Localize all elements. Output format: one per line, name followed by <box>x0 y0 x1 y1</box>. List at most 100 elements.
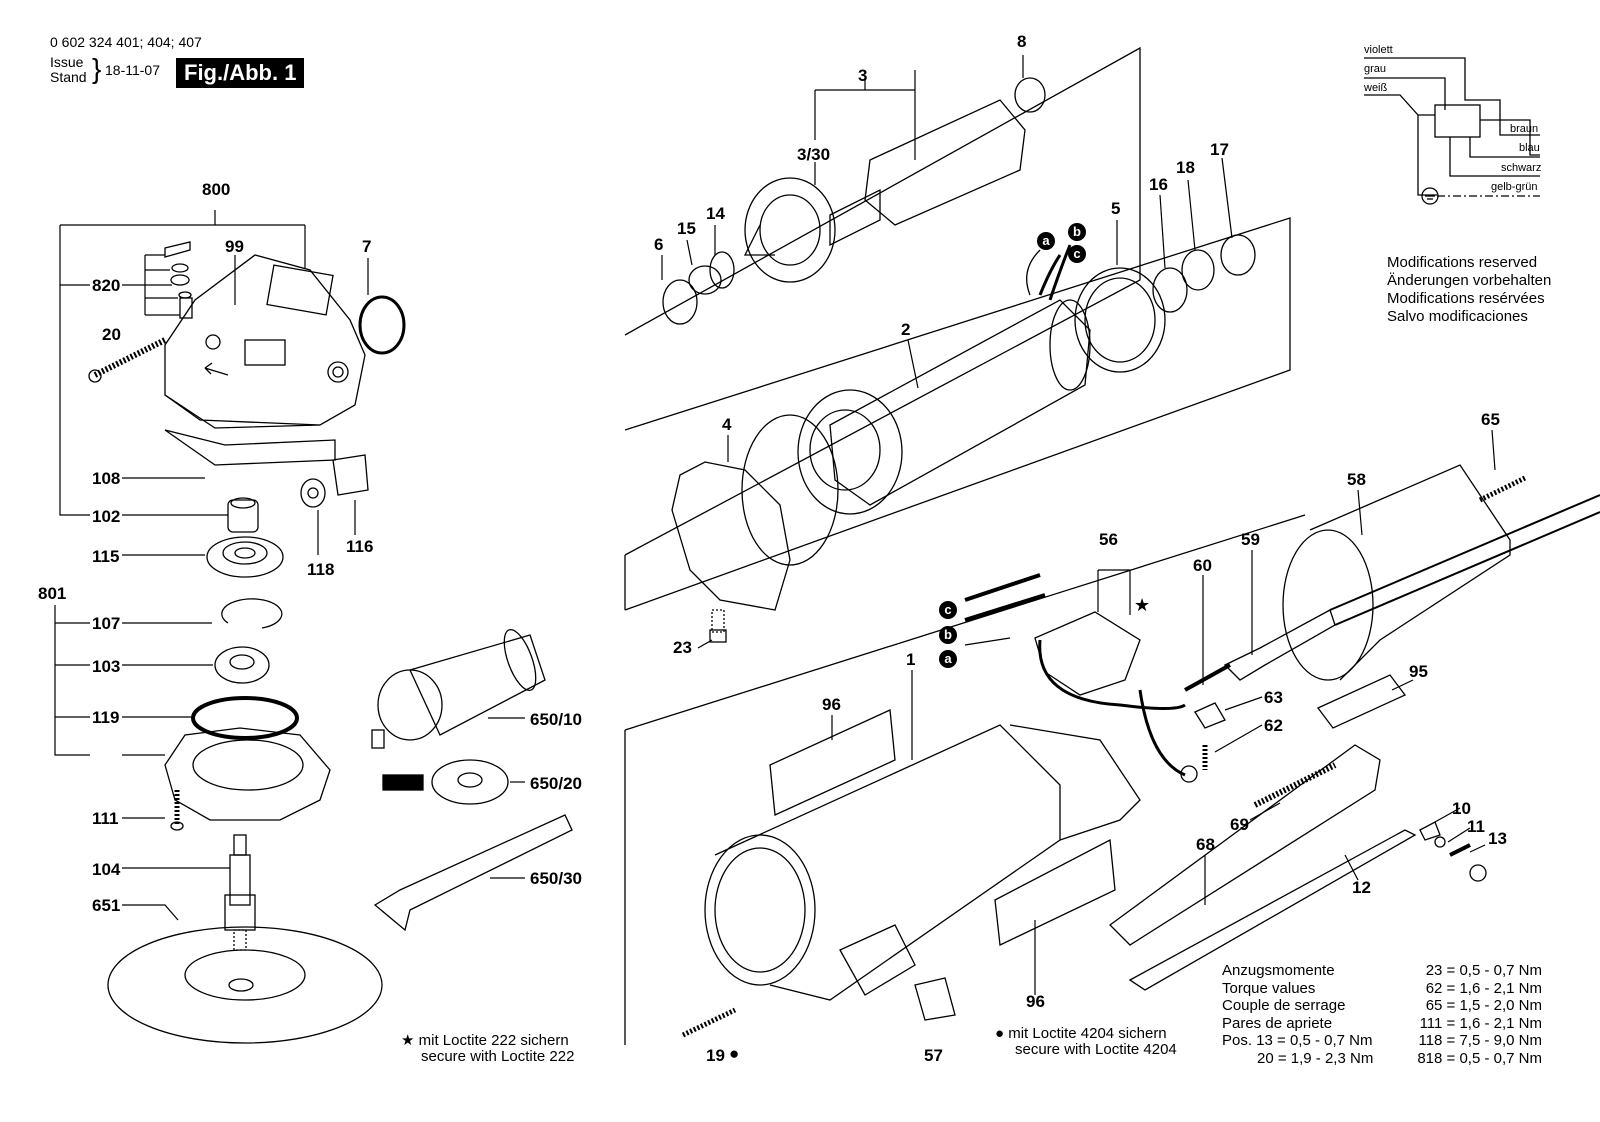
wire-tag-a: a <box>1037 232 1055 250</box>
spring-17 <box>1220 234 1256 276</box>
wire-label-weiss: weiß <box>1364 82 1388 94</box>
part-label-108: 108 <box>92 469 121 488</box>
brace-icon: } <box>92 53 102 84</box>
bearing-103 <box>214 646 270 684</box>
part-label-6: 6 <box>654 235 664 254</box>
part-label-820: 820 <box>92 276 121 295</box>
modifications-notice: Modifications reserved Änderungen vorbeh… <box>1387 254 1551 326</box>
lever-12 <box>1128 829 1417 991</box>
part-label-65: 65 <box>1481 410 1500 429</box>
star-icon: ★ <box>401 1032 415 1049</box>
part-label-59: 59 <box>1241 530 1260 549</box>
o-ring-119 <box>191 696 299 740</box>
part-label-4: 4 <box>722 415 732 434</box>
bearing-6 <box>662 279 698 325</box>
screw-20 <box>93 337 167 378</box>
torque-label: Couple de serrage <box>1222 997 1346 1014</box>
wire-label-gelb-gruen: gelb-grün <box>1491 181 1538 193</box>
part-label-651: 651 <box>92 896 121 915</box>
part-label-650-30: 650/30 <box>530 869 582 888</box>
spanner-650-30 <box>373 814 573 932</box>
part-label-20: 20 <box>102 325 121 344</box>
torque-value: 111 = 1,6 - 2,1 Nm <box>1419 1014 1542 1032</box>
torque-labels: Anzugsmomente Torque values Couple de se… <box>1222 962 1373 1067</box>
cable-60 <box>1184 663 1231 692</box>
wire-tag-c: c <box>1068 245 1086 263</box>
switch-rod-68 <box>1109 744 1381 946</box>
wire-label-grau: grau <box>1364 63 1387 75</box>
part-label-23: 23 <box>673 638 692 657</box>
torque-value: 118 = 7,5 - 9,0 Nm <box>1418 1032 1542 1049</box>
bracket-800 <box>59 225 90 516</box>
bearing-102 <box>227 499 259 533</box>
motor-housing-1 <box>704 724 1141 1001</box>
part-label-801: 801 <box>38 584 67 603</box>
ring-16 <box>1152 267 1188 313</box>
loctite-4204-note: ● mit Loctite 4204 sichern secure with L… <box>995 1026 1177 1058</box>
ground-icon <box>1180 765 1198 783</box>
issue-label: Issue <box>50 54 84 70</box>
part-label-12: 12 <box>1352 878 1371 897</box>
loctite-4204-line: secure with Loctite 4204 <box>1015 1041 1177 1058</box>
torque-value: 62 = 1,6 - 2,1 Nm <box>1425 979 1542 997</box>
gear-115 <box>206 536 284 578</box>
wiring-ground-icon <box>1421 187 1439 205</box>
wire-tag-b-switch: b <box>939 626 957 644</box>
figure-title: Fig./Abb. 1 <box>176 58 305 88</box>
wire-tag-b: b <box>1068 223 1086 241</box>
part-label-7: 7 <box>362 237 372 256</box>
loctite-star-icon: ★ <box>1134 595 1151 615</box>
issue-date: 18-11-07 <box>105 62 161 78</box>
torque-pos20: 20 = 1,9 - 2,3 Nm <box>1257 1049 1374 1067</box>
wire-label-violett: violett <box>1364 44 1393 56</box>
part-label-96a: 96 <box>822 695 841 714</box>
ring-15 <box>688 265 722 295</box>
part-label-11: 11 <box>1467 817 1485 836</box>
cable-clamp-63 <box>1194 702 1226 729</box>
torque-value: 23 = 0,5 - 0,7 Nm <box>1425 962 1542 979</box>
adapter-650-20 <box>382 774 424 791</box>
part-label-56: 56 <box>1099 530 1118 549</box>
part-label-60: 60 <box>1193 556 1212 575</box>
circlip-107 <box>221 598 283 629</box>
wiring-switch-box <box>1434 104 1481 138</box>
part-10 <box>1419 821 1441 841</box>
ring-5 <box>1074 267 1166 373</box>
wire-label-schwarz: schwarz <box>1501 162 1542 174</box>
part-label-102: 102 <box>92 507 121 526</box>
pinion-116 <box>332 454 369 496</box>
part-label-104: 104 <box>92 860 121 879</box>
disc-651 <box>107 926 383 1044</box>
fan-3-30 <box>744 177 836 283</box>
field-coil-2 <box>797 234 1256 515</box>
torque-pos13: Pos. 13 = 0,5 - 0,7 Nm <box>1222 1032 1373 1049</box>
part-label-1: 1 <box>906 650 916 669</box>
part-label-8: 8 <box>1017 32 1027 51</box>
armature-3 <box>662 77 1046 325</box>
part-label-58: 58 <box>1347 470 1366 489</box>
model-number: 0 602 324 401; 404; 407 <box>50 34 202 50</box>
part-11 <box>1434 836 1446 848</box>
modifications-line: Modifications reserved <box>1387 254 1538 271</box>
part-label-3: 3 <box>858 66 868 85</box>
part-820-cap <box>164 241 191 258</box>
torque-value: 818 = 0,5 - 0,7 Nm <box>1417 1049 1542 1067</box>
switch-56 <box>1034 611 1141 696</box>
stand-label: Stand <box>50 69 87 85</box>
part-label-111: 111 <box>92 809 119 828</box>
part-label-96b: 96 <box>1026 992 1045 1011</box>
part-label-5: 5 <box>1111 199 1121 218</box>
bearing-18 <box>1181 249 1215 291</box>
rear-cover-58 <box>1282 529 1374 681</box>
loctite-222-line: mit Loctite 222 sichern <box>418 1032 569 1049</box>
side-handle-650-10 <box>371 629 546 749</box>
gear-housing-800 <box>164 254 366 466</box>
part-label-62: 62 <box>1264 716 1283 735</box>
loctite-4204-line: mit Loctite 4204 sichern <box>1008 1025 1167 1042</box>
part-label-800: 800 <box>202 180 231 199</box>
wiring-diagram <box>1364 57 1540 205</box>
bearing-flange-801 <box>164 727 331 821</box>
part-label-103: 103 <box>92 657 121 676</box>
part-label-2: 2 <box>901 320 911 339</box>
